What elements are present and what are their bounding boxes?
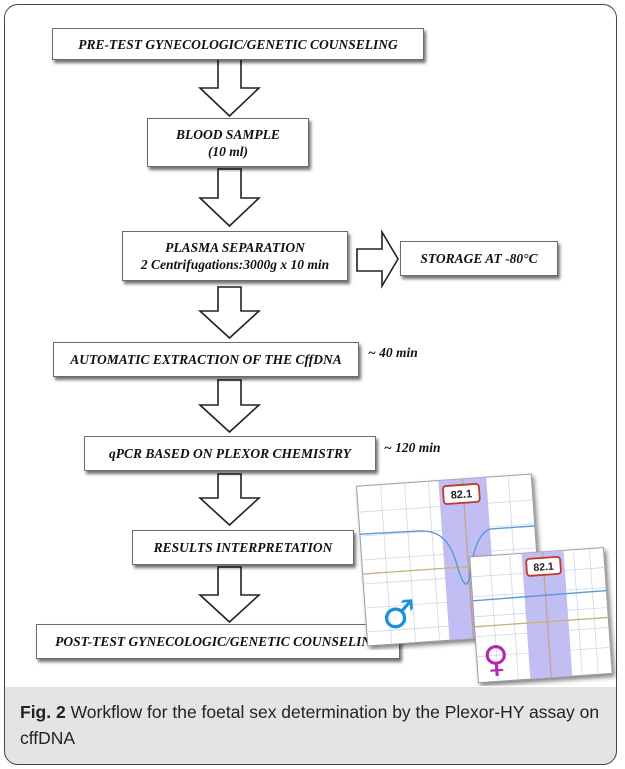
down-arrow-4 <box>197 379 262 434</box>
step-pretest-counseling: PRE-TEST GYNECOLOGIC/GENETIC COUNSELING <box>52 28 424 60</box>
male-melt-curve <box>359 525 535 585</box>
female-result-panel: 82.1 ♀ <box>469 547 613 684</box>
down-arrow-5 <box>197 473 262 527</box>
blood-sample-volume: (10 ml) <box>207 143 249 159</box>
results-label: RESULTS INTERPRETATION <box>153 540 333 555</box>
figure-frame <box>4 4 617 765</box>
storage-label: STORAGE AT -80°C <box>420 251 538 266</box>
down-arrow-3 <box>197 286 262 340</box>
right-arrow-storage <box>356 229 399 289</box>
caption-text: Workflow for the foetal sex determinatio… <box>20 702 600 748</box>
plasma-separation-detail: 2 Centrifugations:3000g x 10 min <box>140 257 330 272</box>
step-plasma-separation: PLASMA SEPARATION 2 Centrifugations:3000… <box>122 231 348 281</box>
qpcr-duration: ~ 120 min <box>384 440 441 455</box>
down-arrow-2 <box>197 168 262 228</box>
plasma-separation-title: PLASMA SEPARATION <box>165 240 305 255</box>
caption-background <box>4 687 617 765</box>
male-peak-value: 82.1 <box>450 488 472 501</box>
female-peak-value: 82.1 <box>533 561 554 574</box>
blood-sample-title: BLOOD SAMPLE <box>176 126 280 142</box>
down-arrow-1 <box>197 57 262 118</box>
male-symbol-icon: ♂ <box>380 592 417 638</box>
step-pretest-label: PRE-TEST GYNECOLOGIC/GENETIC COUNSELING <box>78 36 398 52</box>
step-blood-sample: BLOOD SAMPLE (10 ml) <box>147 118 309 167</box>
female-melt-curve <box>472 589 607 602</box>
step-storage: STORAGE AT -80°C <box>400 241 558 276</box>
female-symbol-icon: ♀ <box>482 639 511 682</box>
down-arrow-6 <box>197 566 262 624</box>
posttest-label: POST-TEST GYNECOLOGIC/GENETIC COUNSELING <box>55 634 381 649</box>
step-qpcr: qPCR BASED ON PLEXOR CHEMISTRY <box>84 436 376 471</box>
caption-label: Fig. 2 <box>20 702 66 722</box>
extraction-label: AUTOMATIC EXTRACTION OF THE CffDNA <box>70 352 342 367</box>
step-results-interpretation: RESULTS INTERPRETATION <box>132 530 354 565</box>
figure-caption: Fig. 2 Workflow for the foetal sex deter… <box>20 699 610 751</box>
step-posttest-counseling: POST-TEST GYNECOLOGIC/GENETIC COUNSELING <box>36 624 400 659</box>
extraction-duration: ~ 40 min <box>368 345 418 360</box>
qpcr-label: qPCR BASED ON PLEXOR CHEMISTRY <box>108 446 352 461</box>
step-automatic-extraction: AUTOMATIC EXTRACTION OF THE CffDNA <box>53 342 359 377</box>
